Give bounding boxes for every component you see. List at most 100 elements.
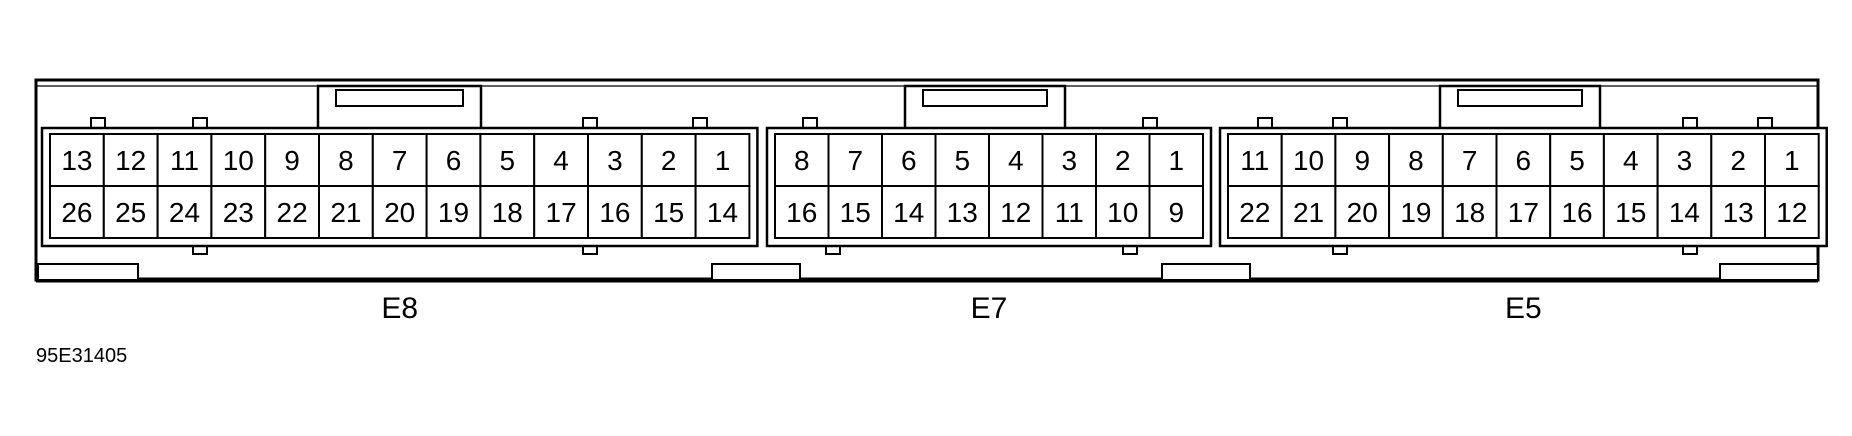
pin-cell [1495,185,1552,239]
pin-number: 4 [1623,145,1639,176]
pin-number: 19 [1400,197,1431,228]
pin-cell [988,185,1044,239]
pin-number: 6 [901,145,917,176]
pin-cell [102,185,159,239]
connector-lock-slot [1457,89,1583,107]
pin-number: 3 [607,145,623,176]
pin-number: 7 [392,145,408,176]
pin-number: 26 [61,197,92,228]
pin-number: 20 [1347,197,1378,228]
pin-cell [1148,133,1204,187]
pin-number: 18 [492,197,523,228]
pin-cell [1441,133,1498,187]
pin-cell [156,185,213,239]
pin-number: 1 [1168,145,1184,176]
connector-lock-slot [335,89,464,107]
pin-number: 13 [61,145,92,176]
pin-number: 4 [1008,145,1024,176]
pin-cell [934,133,990,187]
pin-cell [533,133,590,187]
pin-cell [371,133,428,187]
pin-number: 2 [661,145,677,176]
pin-number: 22 [1239,197,1270,228]
pin-number: 5 [500,145,516,176]
pin-number: 3 [1061,145,1077,176]
pin-number: 21 [330,197,361,228]
pin-number: 15 [653,197,684,228]
pin-cell [479,133,536,187]
pin-number: 5 [1569,145,1585,176]
pin-number: 8 [794,145,810,176]
pin-cell [210,133,267,187]
pin-cell [210,185,267,239]
housing-foot [37,263,139,281]
pin-number: 23 [223,197,254,228]
pin-number: 6 [446,145,462,176]
pin-number: 16 [599,197,630,228]
pin-number: 15 [1615,197,1646,228]
pin-cell [1549,185,1605,239]
pin-number: 1 [1784,145,1800,176]
pin-cell [1710,185,1767,239]
pin-number: 7 [1462,145,1478,176]
pin-cell [49,185,105,239]
pin-cell [1280,185,1337,239]
pin-number: 12 [1776,197,1807,228]
pin-number: 19 [438,197,469,228]
pin-number: 18 [1454,197,1485,228]
housing-foot [1161,263,1251,281]
ecu-housing-outline [34,78,1820,283]
pin-number: 11 [170,145,199,176]
pin-number: 14 [707,197,738,228]
pin-number: 10 [1107,197,1138,228]
pin-cell [1095,185,1151,239]
pin-cell [1656,133,1713,187]
pin-cell [371,185,428,239]
pin-cell [1441,185,1498,239]
pin-number: 9 [284,145,300,176]
pin-number: 9 [1354,145,1370,176]
pin-number: 8 [338,145,354,176]
pin-number: 15 [840,197,871,228]
pin-cell [1602,133,1659,187]
pin-cell [1041,133,1097,187]
pin-number: 10 [223,145,254,176]
pin-number: 6 [1516,145,1532,176]
pin-number: 4 [553,145,569,176]
pin-number: 1 [715,145,731,176]
pin-cell [1710,133,1767,187]
pin-cell [1495,133,1552,187]
pin-number: 13 [1723,197,1754,228]
pin-number: 5 [954,145,970,176]
pin-cell [425,133,482,187]
pin-number: 24 [169,197,200,228]
pin-cell [1148,185,1204,239]
pin-number: 16 [786,197,817,228]
pin-number: 8 [1408,145,1424,176]
housing-foot [711,263,801,281]
pin-cell [318,133,374,187]
pin-number: 11 [1055,197,1084,228]
pin-cell [774,133,830,187]
pin-number: 11 [1240,145,1269,176]
pin-number: 22 [277,197,308,228]
pin-number: 14 [893,197,924,228]
pin-cell [934,185,990,239]
pin-number: 3 [1677,145,1693,176]
pin-cell [156,133,213,187]
pin-number: 12 [115,145,146,176]
pin-cell [1656,185,1713,239]
pin-number: 14 [1669,197,1700,228]
connector-label: E7 [971,292,1008,325]
pin-number: 12 [1000,197,1031,228]
pin-cell [264,133,321,187]
pin-number: 17 [1508,197,1539,228]
pin-number: 13 [947,197,978,228]
pin-number: 2 [1115,145,1131,176]
pin-number: 7 [847,145,863,176]
pin-cell [1764,185,1820,239]
pin-number: 25 [115,197,146,228]
